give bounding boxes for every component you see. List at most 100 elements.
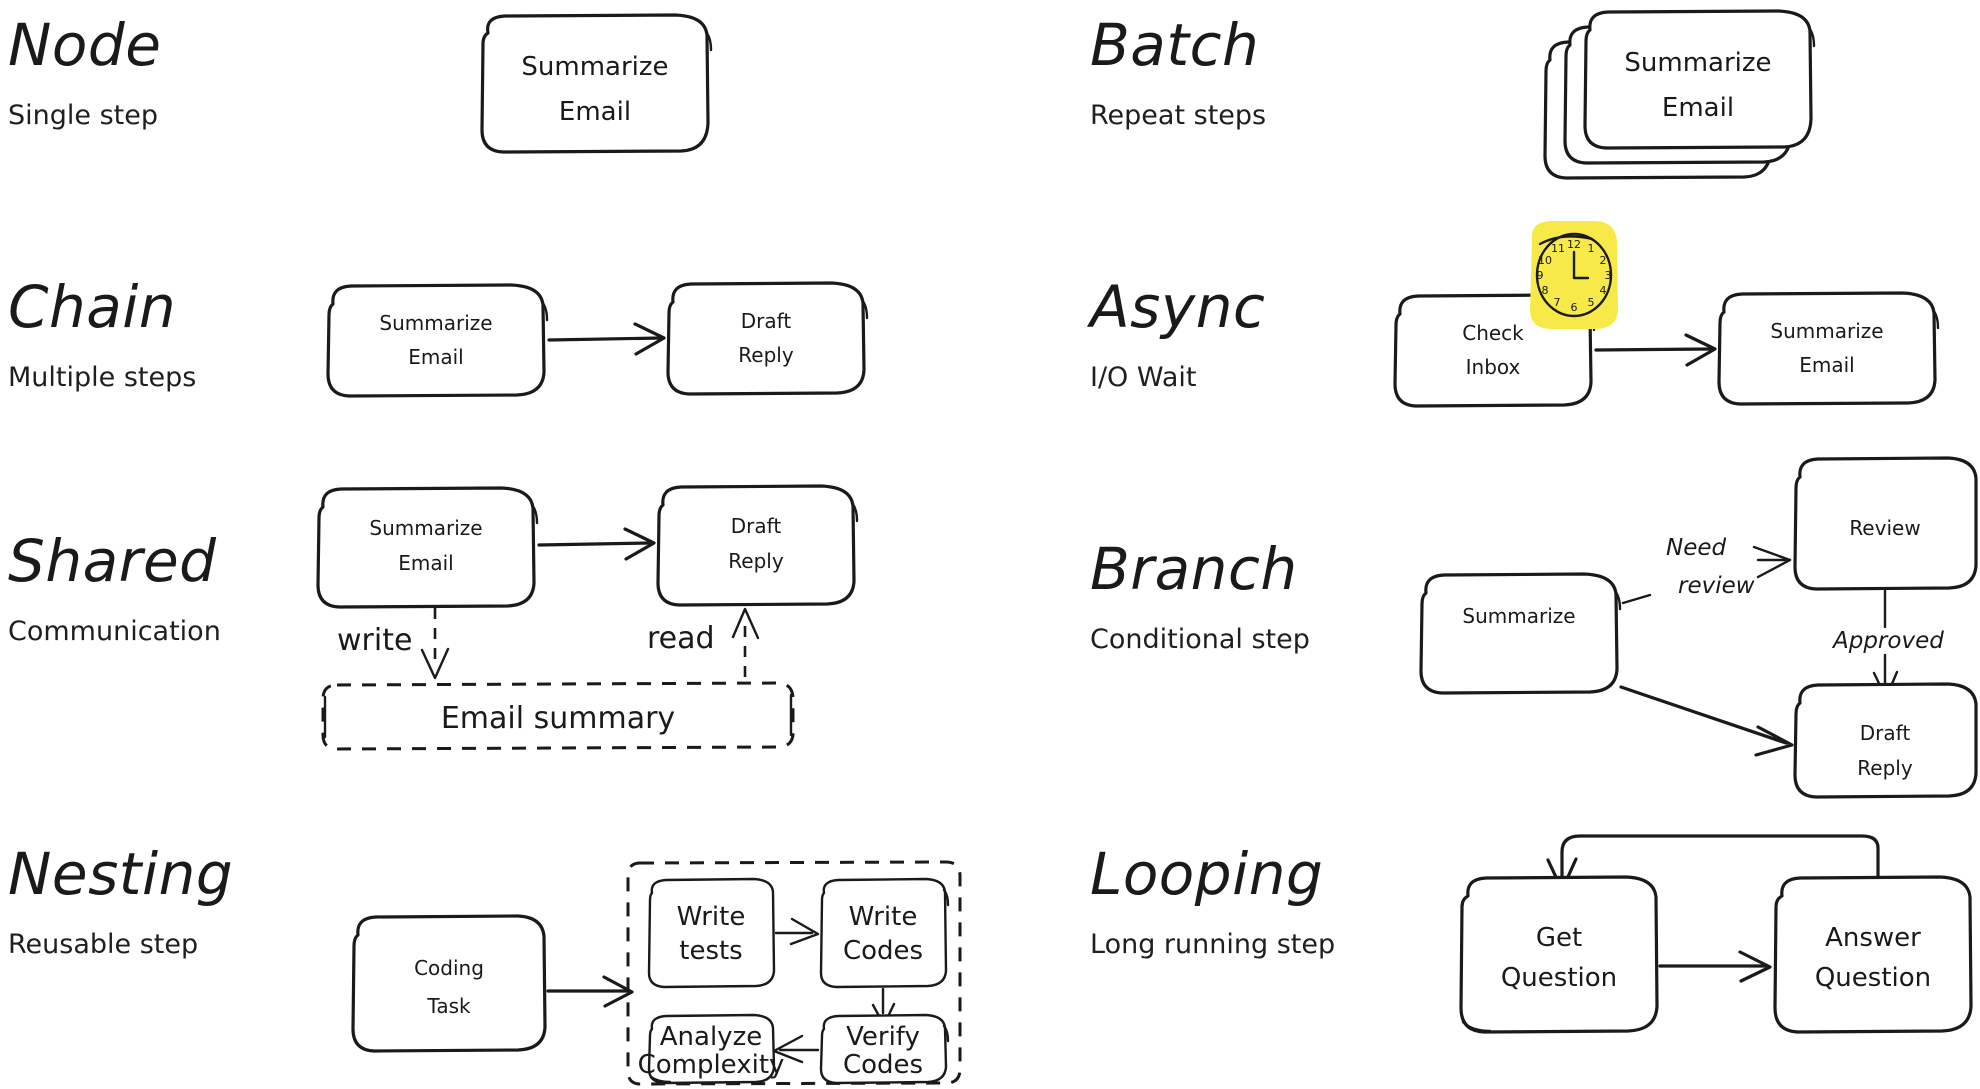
shared-node2-line1: Draft (731, 514, 782, 538)
node-box-summarize-email[interactable] (480, 13, 713, 154)
clock-numeral-11: 11 (1551, 242, 1565, 255)
diagram-looping: Get Question Answer Question (1410, 800, 1973, 1070)
diagram-shared: Summarize Email Draft Reply write (315, 484, 895, 775)
async-node-summarize-email[interactable] (1717, 291, 1940, 406)
branch-node1-line1: Summarize (1462, 604, 1575, 628)
subflow-node4-line2: Complexity (638, 1050, 785, 1080)
pattern-title-branch: Branch (1090, 535, 1298, 603)
subflow-node2-line2: Codes (843, 936, 923, 966)
clock-numeral-12: 12 (1567, 238, 1581, 251)
diagram-async: Check Inbox 12 1 2 3 4 5 6 7 8 9 10 11 (1392, 218, 1952, 408)
shared-node1-line2: Email (398, 551, 454, 575)
pattern-label-batch: Batch Repeat steps (1090, 16, 1266, 129)
pattern-subtitle-async: I/O Wait (1090, 362, 1197, 393)
diagram-nesting: Coding Task Write tests (340, 845, 970, 1089)
subflow-node4-line1: Analyze (660, 1022, 762, 1052)
batch-label-line1: Summarize (1624, 48, 1771, 78)
pattern-title-shared: Shared (8, 527, 217, 595)
shared-read-label: read (647, 621, 715, 656)
clock-numeral-10: 10 (1538, 254, 1552, 267)
pattern-title-nesting: Nesting (8, 840, 234, 908)
pattern-label-chain: Chain Multiple steps (8, 278, 196, 391)
clock-numeral-7: 7 (1554, 296, 1561, 309)
pattern-subtitle-nesting: Reusable step (8, 929, 199, 960)
pattern-title-chain: Chain (8, 273, 177, 341)
subflow-node-verify-codes[interactable] (819, 1013, 950, 1085)
subflow-node1-line1: Write (677, 902, 746, 932)
pattern-title-node: Node (8, 11, 162, 79)
async-node2-line2: Email (1799, 353, 1855, 377)
subflow-node-write-codes[interactable] (819, 877, 950, 989)
branch-edge-direct (1619, 685, 1794, 757)
clock-numeral-4: 4 (1600, 284, 1607, 297)
subflow-node-write-tests[interactable] (647, 877, 776, 989)
branch-node3-line2: Reply (1857, 756, 1913, 780)
shared-store-label: Email summary (441, 701, 675, 736)
clock-numeral-6: 6 (1571, 301, 1578, 314)
shared-node-summarize-email[interactable] (316, 486, 539, 609)
shared-store-box[interactable] (321, 681, 795, 751)
branch-edge-label-need: Need (1666, 535, 1727, 561)
subflow-node1-line2: tests (679, 936, 742, 966)
clock-numeral-5: 5 (1588, 296, 1595, 309)
nesting-node-coding-task[interactable] (351, 914, 547, 1053)
subflow-node-analyze-complexity[interactable] (647, 1013, 776, 1085)
subflow-node3-line2: Codes (843, 1050, 923, 1080)
pattern-subtitle-branch: Conditional step (1090, 624, 1310, 655)
pattern-subtitle-looping: Long running step (1090, 929, 1336, 960)
clock-numeral-2: 2 (1600, 254, 1607, 267)
node-label-line1: Summarize (521, 52, 668, 82)
subflow-node2-line1: Write (849, 902, 918, 932)
subflow-edge-tests-to-codes (774, 917, 820, 946)
pattern-label-looping: Looping Long running step (1090, 845, 1335, 958)
chain-node-draft-reply[interactable] (666, 281, 869, 396)
pattern-subtitle-batch: Repeat steps (1090, 100, 1267, 131)
branch-edge-label-review: review (1678, 573, 1755, 599)
looping-edge-forward (1658, 950, 1772, 983)
chain-node1-line1: Summarize (379, 311, 492, 335)
pattern-subtitle-node: Single step (8, 100, 158, 131)
pattern-title-looping: Looping (1090, 840, 1324, 908)
clock-numeral-9: 9 (1537, 269, 1544, 282)
looping-node-answer-question[interactable] (1773, 875, 1973, 1034)
nesting-node-line2: Task (426, 994, 471, 1018)
diagram-chain: Summarize Email Draft Reply (325, 280, 905, 410)
shared-edge-arrow (537, 527, 656, 561)
looping-node1-line2: Question (1501, 963, 1617, 993)
clock-numeral-1: 1 (1588, 242, 1595, 255)
subflow-node3-line1: Verify (846, 1022, 920, 1052)
batch-stack-card-front[interactable] (1583, 9, 1816, 150)
nesting-edge-into-subflow (546, 975, 634, 1008)
looping-node2-line1: Answer (1825, 923, 1921, 953)
shared-write-arrow (420, 608, 450, 680)
nesting-node-line1: Coding (414, 956, 484, 980)
clock-numeral-8: 8 (1542, 284, 1549, 297)
chain-node-summarize-email[interactable] (326, 283, 549, 398)
chain-node1-line2: Email (408, 345, 464, 369)
diagram-batch: Summarize Email (1530, 5, 1870, 195)
async-node2-line1: Summarize (1770, 319, 1883, 343)
pattern-title-batch: Batch (1090, 11, 1260, 79)
chain-node2-line1: Draft (741, 309, 792, 333)
branch-node2-label: Review (1849, 516, 1920, 540)
looping-node-get-question[interactable] (1459, 875, 1659, 1034)
branch-node-review[interactable] (1793, 456, 1978, 591)
pattern-subtitle-chain: Multiple steps (8, 362, 197, 393)
shared-node1-line1: Summarize (369, 516, 482, 540)
branch-edge-label-approved: Approved (1831, 628, 1944, 654)
shared-node2-line2: Reply (728, 549, 784, 573)
shared-write-label: write (337, 623, 412, 658)
branch-node-draft-reply[interactable] (1793, 682, 1978, 799)
pattern-title-async: Async (1090, 273, 1266, 341)
branch-node-summarize-email[interactable] (1419, 572, 1622, 695)
diagram-branch: Summarize Need review Review Approved (1418, 455, 1978, 799)
chain-node2-line2: Reply (738, 343, 794, 367)
shared-node-draft-reply[interactable] (656, 484, 859, 607)
pattern-label-branch: Branch Conditional step (1090, 540, 1310, 653)
async-node1-line1: Check (1462, 321, 1524, 345)
branch-edge-need-review (1621, 545, 1792, 605)
pattern-subtitle-shared: Communication (8, 616, 221, 647)
diagram-node: Summarize Email (455, 10, 745, 160)
pattern-label-node: Node Single step (8, 16, 161, 129)
